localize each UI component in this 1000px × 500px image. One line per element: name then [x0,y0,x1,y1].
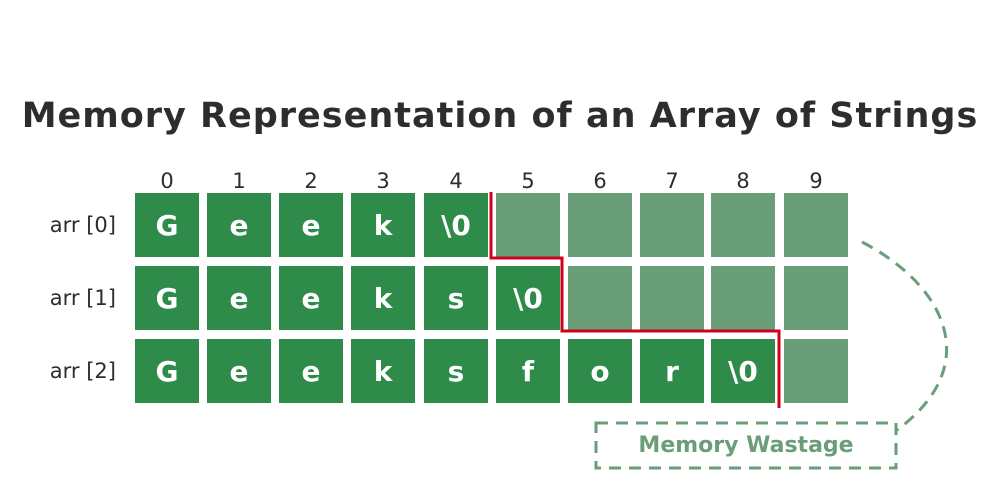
row-label: arr [2] [50,359,116,383]
memory-wastage-label: Memory Wastage [638,433,853,458]
wasted-memory-cell [568,193,632,257]
cell-character: e [302,355,321,388]
used-memory-cell [279,266,343,330]
column-index-label: 8 [736,169,749,193]
cell-character: \0 [441,209,471,242]
used-memory-cell [711,339,775,403]
used-memory-cell [207,339,271,403]
cell-character: e [302,209,321,242]
used-memory-cell [568,339,632,403]
column-index-label: 4 [449,169,462,193]
cell-character: k [374,282,394,315]
wasted-memory-cell [711,193,775,257]
cell-character: r [665,355,679,388]
wasted-memory-cell [640,193,704,257]
wasted-memory-cell [784,266,848,330]
column-index-labels: 0 1 2 3 4 5 6 7 8 9 [160,169,822,193]
column-index-label: 9 [809,169,822,193]
string-end-boundary-line [489,192,781,408]
used-memory-cell [496,266,560,330]
cell-character: f [522,355,535,388]
column-index-label: 7 [665,169,678,193]
used-memory-cell [424,266,488,330]
cell-character: G [156,209,179,242]
cell-character: o [590,355,609,388]
cell-character: G [156,355,179,388]
cell-character: e [230,209,249,242]
used-memory-cell [351,193,415,257]
cell-character: e [230,282,249,315]
used-memory-cell [135,193,199,257]
used-memory-cell [351,266,415,330]
column-index-label: 1 [232,169,245,193]
wasted-memory-cell [568,266,632,330]
wasted-memory-cell [784,193,848,257]
used-memory-cell [640,339,704,403]
used-memory-cell [424,339,488,403]
used-memory-cell [207,266,271,330]
row-label: arr [0] [50,213,116,237]
used-memory-cell [207,193,271,257]
cell-character: e [302,282,321,315]
used-memory-cell [424,193,488,257]
used-memory-cell [135,266,199,330]
cell-character: e [230,355,249,388]
wastage-connector-curve [861,240,949,432]
diagram-title: Memory Representation of an Array of Str… [21,96,979,136]
column-index-label: 3 [376,169,389,193]
used-memory-cell [135,339,199,403]
column-index-label: 5 [521,169,534,193]
column-index-label: 2 [304,169,317,193]
wasted-memory-cell [711,266,775,330]
column-index-label: 6 [593,169,606,193]
cell-character: s [448,355,465,388]
memory-wastage-box [594,421,898,470]
wasted-memory-cell [784,339,848,403]
used-memory-cell [279,339,343,403]
row-label: arr [1] [50,286,116,310]
cell-character: k [374,209,394,242]
cell-character: G [156,282,179,315]
wasted-memory-cell [640,266,704,330]
used-memory-cell [279,193,343,257]
cell-character: s [448,282,465,315]
used-memory-cell [496,339,560,403]
cell-character: k [374,355,394,388]
cell-character: \0 [513,282,543,315]
column-index-label: 0 [160,169,173,193]
used-memory-cell [351,339,415,403]
row-labels: arr [0] arr [1] arr [2] [50,213,116,383]
cell-character: \0 [728,355,758,388]
wasted-memory-cell [496,193,560,257]
